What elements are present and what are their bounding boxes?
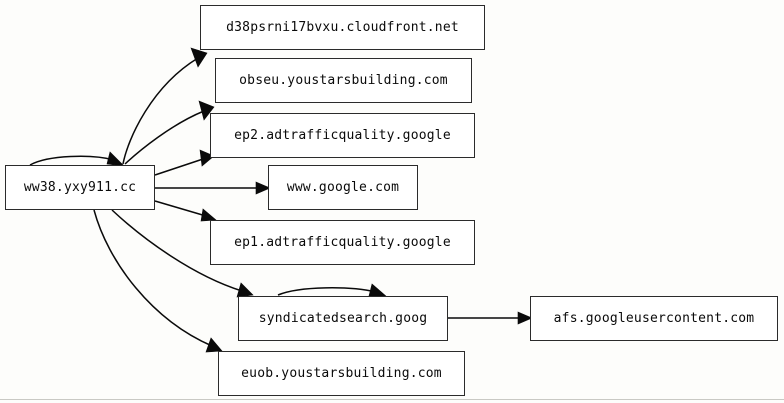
- edge-root-to-google: [155, 181, 271, 195]
- node-ep2-adtrafficquality-google[interactable]: ep2.adtrafficquality.google: [210, 113, 475, 158]
- edge-root-to-ep1: [154, 200, 217, 222]
- node-label: ep2.adtrafficquality.google: [234, 128, 451, 143]
- node-label: ep1.adtrafficquality.google: [234, 235, 451, 250]
- node-euob-youstarsbuilding-com[interactable]: euob.youstarsbuilding.com: [218, 351, 465, 396]
- edge-syndicatedsearch-to-afs: [448, 311, 533, 325]
- node-label: afs.googleusercontent.com: [553, 311, 755, 326]
- edge-root-to-obseu: [124, 100, 215, 165]
- node-ww38-yxy911-cc[interactable]: ww38.yxy911.cc: [5, 165, 155, 210]
- node-obseu-youstarsbuilding-com[interactable]: obseu.youstarsbuilding.com: [215, 58, 472, 103]
- node-label: euob.youstarsbuilding.com: [241, 366, 442, 381]
- edge-root-to-root: [29, 151, 125, 167]
- node-ep1-adtrafficquality-google[interactable]: ep1.adtrafficquality.google: [210, 220, 475, 265]
- node-label: syndicatedsearch.goog: [258, 311, 428, 326]
- node-label: ww38.yxy911.cc: [23, 180, 137, 195]
- node-www-google-com[interactable]: www.google.com: [268, 165, 418, 210]
- node-afs-googleusercontent-com[interactable]: afs.googleusercontent.com: [530, 296, 778, 341]
- edge-root-to-cloudfront: [122, 47, 208, 165]
- bottom-divider: [0, 399, 784, 400]
- edge-root-to-ep2: [154, 149, 215, 176]
- node-label: d38psrni17bvxu.cloudfront.net: [226, 20, 459, 35]
- node-d38psrni17bvxu-cloudfront-net[interactable]: d38psrni17bvxu.cloudfront.net: [200, 5, 485, 50]
- node-syndicatedsearch-goog[interactable]: syndicatedsearch.goog: [238, 296, 448, 341]
- node-label: www.google.com: [286, 180, 400, 195]
- edge-root-to-euob: [93, 209, 223, 353]
- node-label: obseu.youstarsbuilding.com: [239, 73, 448, 88]
